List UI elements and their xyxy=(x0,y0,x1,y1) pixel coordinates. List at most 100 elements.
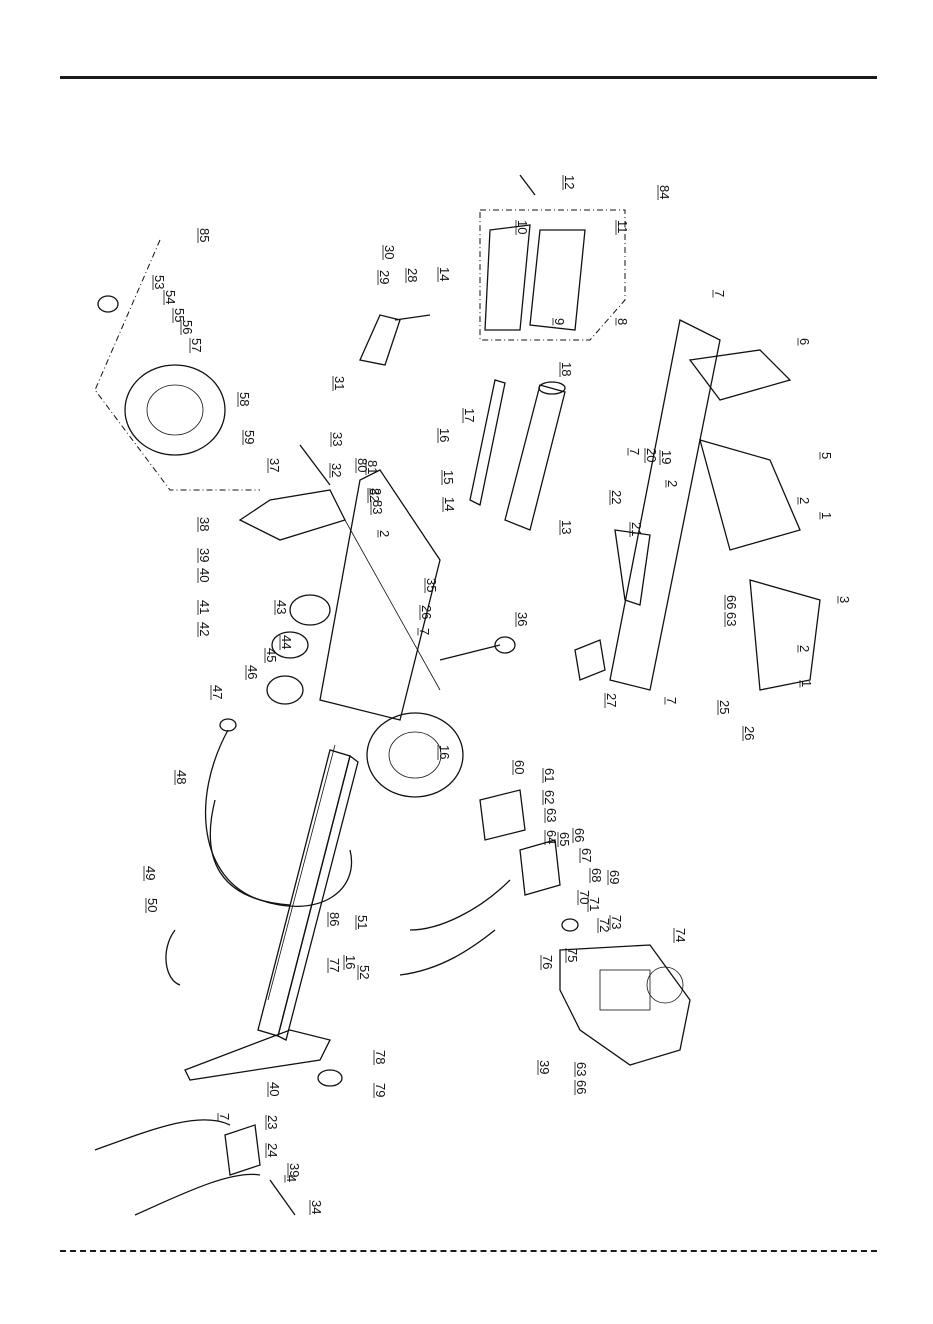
support-stand xyxy=(185,1030,342,1086)
part-callout-label: 58 xyxy=(237,392,252,406)
part-callout-label: 67 xyxy=(579,848,594,862)
part-callout-label: 29 xyxy=(377,270,392,284)
part-callout-label: 39 xyxy=(287,1163,302,1177)
main-beam xyxy=(258,745,358,1040)
part-callout-label: 12 xyxy=(562,175,577,189)
part-callout-label: 2 xyxy=(377,530,392,537)
part-callout-label: 7 xyxy=(627,448,642,455)
pump-assembly xyxy=(480,790,578,931)
part-callout-label: 30 xyxy=(382,245,397,259)
part-callout-label: 68 xyxy=(589,868,604,882)
part-callout-label: 22 xyxy=(609,490,624,504)
part-callout-label: 2 xyxy=(797,645,812,652)
engine xyxy=(560,945,690,1065)
part-callout-label: 59 xyxy=(242,430,257,444)
part-callout-label: 49 xyxy=(143,866,158,880)
part-callout-label: 15 xyxy=(441,470,456,484)
control-valve xyxy=(360,315,430,365)
part-callout-label: 62 xyxy=(542,790,557,804)
part-callout-label: 71 xyxy=(587,897,602,911)
part-callout-label: 21 xyxy=(629,522,644,536)
part-callout-label: 40 xyxy=(197,568,212,582)
part-callout-label: 63 xyxy=(724,612,739,626)
part-callout-label: 61 xyxy=(542,768,557,782)
part-callout-label: 39 xyxy=(197,548,212,562)
part-callout-label: 7 xyxy=(664,697,679,704)
part-callout-label: 47 xyxy=(210,685,225,699)
part-callout-label: 64 xyxy=(544,830,559,844)
part-callout-label: 31 xyxy=(332,376,347,390)
part-callout-label: 79 xyxy=(373,1083,388,1097)
part-callout-label: 5 xyxy=(819,452,834,459)
part-callout-label: 60 xyxy=(512,760,527,774)
part-callout-label: 41 xyxy=(197,600,212,614)
part-callout-label: 43 xyxy=(274,600,289,614)
part-callout-label: 48 xyxy=(174,770,189,784)
part-callout-label: 78 xyxy=(373,1050,388,1064)
part-callout-label: 81 xyxy=(365,460,380,474)
part-callout-label: 75 xyxy=(565,948,580,962)
part-callout-label: 16 xyxy=(437,745,452,759)
part-callout-label: 35 xyxy=(424,578,439,592)
part-callout-label: 1 xyxy=(799,680,814,687)
part-callout-label: 76 xyxy=(540,955,555,969)
part-callout-label: 66 xyxy=(724,595,739,609)
part-callout-label: 17 xyxy=(462,408,477,422)
part-callout-label: 69 xyxy=(607,870,622,884)
part-callout-label: 20 xyxy=(644,448,659,462)
part-callout-label: 10 xyxy=(515,220,530,234)
part-callout-label: 13 xyxy=(559,520,574,534)
part-callout-label: 51 xyxy=(355,915,370,929)
part-callout-label: 52 xyxy=(357,965,372,979)
part-callout-label: 83 xyxy=(370,500,385,514)
part-callout-label: 16 xyxy=(437,428,452,442)
part-callout-label: 7 xyxy=(417,628,432,635)
part-callout-label: 16 xyxy=(343,955,358,969)
part-callout-label: 85 xyxy=(197,228,212,242)
part-callout-label: 1 xyxy=(819,512,834,519)
part-callout-label: 19 xyxy=(659,450,674,464)
part-callout-label: 2 xyxy=(797,497,812,504)
part-callout-label: 27 xyxy=(604,693,619,707)
part-callout-label: 65 xyxy=(557,832,572,846)
part-callout-label: 36 xyxy=(515,612,530,626)
part-callout-label: 3 xyxy=(837,596,852,603)
part-callout-label: 14 xyxy=(437,267,452,281)
part-callout-label: 38 xyxy=(197,517,212,531)
part-callout-label: 63 xyxy=(544,808,559,822)
part-callout-label: 11 xyxy=(615,220,630,234)
hydraulic-hoses xyxy=(166,730,510,985)
part-callout-label: 34 xyxy=(309,1200,324,1214)
part-callout-label: 54 xyxy=(163,290,178,304)
part-callout-label: 74 xyxy=(673,928,688,942)
part-callout-label: 23 xyxy=(265,1115,280,1129)
part-callout-label: 25 xyxy=(717,700,732,714)
part-callout-label: 53 xyxy=(152,275,167,289)
hydraulic-cylinder xyxy=(470,380,565,530)
part-callout-label: 77 xyxy=(327,958,342,972)
part-callout-label: 8 xyxy=(615,318,630,325)
part-callout-label: 24 xyxy=(265,1143,280,1157)
part-callout-label: 14 xyxy=(442,497,457,511)
upper-frame xyxy=(610,320,820,690)
part-callout-label: 73 xyxy=(609,915,624,929)
part-callout-label: 42 xyxy=(197,622,212,636)
part-callout-label: 6 xyxy=(797,338,812,345)
part-callout-label: 7 xyxy=(217,1113,232,1120)
part-callout-label: 2 xyxy=(665,480,680,487)
part-callout-label: 44 xyxy=(279,635,294,649)
part-callout-label: 28 xyxy=(405,268,420,282)
wheel-assembly-upper xyxy=(98,296,225,455)
part-callout-label: 18 xyxy=(559,362,574,376)
part-callout-label: 46 xyxy=(245,665,260,679)
part-callout-label: 2 xyxy=(369,488,384,495)
part-callout-label: 66 xyxy=(574,1080,589,1094)
part-callout-label: 7 xyxy=(712,290,727,297)
part-callout-label: 45 xyxy=(264,648,279,662)
part-callout-label: 84 xyxy=(657,185,672,199)
tie-down-straps xyxy=(95,1120,260,1215)
part-callout-label: 32 xyxy=(329,463,344,477)
